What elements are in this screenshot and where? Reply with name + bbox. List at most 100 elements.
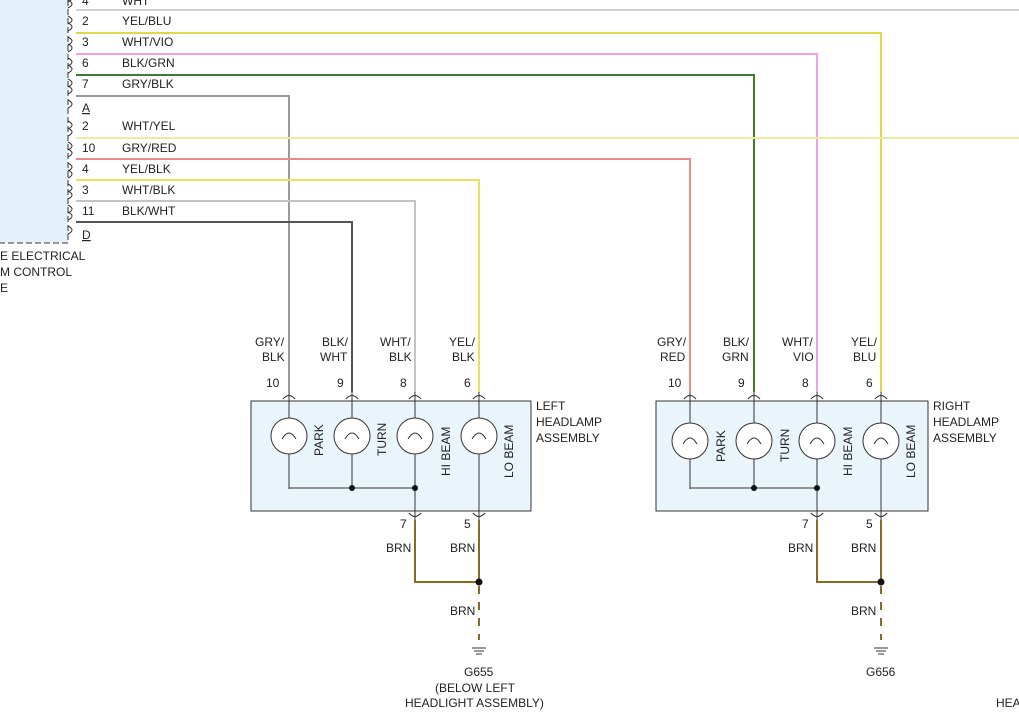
pin-number: 11 [82,204,95,218]
wire-label: BLK [389,350,412,364]
pin-row: 3 WHT/BLK [67,183,175,200]
wire-color: GRY/BLK [122,77,174,91]
bulb-label: HI BEAM [439,427,453,476]
bulb-label: LO BEAM [502,425,516,478]
park-bulb-icon [671,422,709,460]
wire-yel-blk [76,179,480,392]
wire-color: BLK/GRN [122,56,175,70]
wire-gry-red [76,158,691,392]
wire-yel-blu [76,32,882,392]
lo-beam-bulb-icon [460,417,498,455]
edge-label: HEA [996,696,1019,710]
bulb-label: HI BEAM [841,427,855,476]
wire-color: GRY/RED [122,141,177,155]
wire-label: GRN [722,350,749,364]
pin-number: 7 [802,517,809,531]
pin-number: 8 [400,376,407,390]
assembly-title: ASSEMBLY [933,431,997,445]
pin-number: 7 [400,517,407,531]
pin-number: 6 [866,376,873,390]
pin-number: 5 [866,517,873,531]
wire-label: BRN [386,541,411,555]
connector-a-label: A [82,101,90,115]
pin-row: 2 YEL/BLU [67,14,171,32]
pin-row: 10 GRY/RED [67,141,177,158]
pin-number: 5 [464,517,471,531]
module-label-3: E [0,281,8,295]
wire-label: RED [660,350,686,364]
ground-icon [472,647,486,655]
wire-label: WHT/ [380,335,411,349]
lo-beam-bulb-icon [862,422,900,460]
bulb-label: LO BEAM [904,425,918,478]
pin-number: 3 [82,35,89,49]
pin-number: 6 [464,376,471,390]
ground-note: HEADLIGHT ASSEMBLY) [405,696,544,710]
assembly-title: LEFT [536,399,566,413]
ground-id: G656 [866,665,896,679]
ground-note: (BELOW LEFT [435,681,516,695]
bulb-label: PARK [312,424,326,456]
right-headlamp-assembly: GRY/ RED BLK/ GRN WHT/ VIO YEL/ BLU 10 9… [655,335,999,679]
pin-number: 6 [82,56,89,70]
turn-bulb-icon [735,422,773,460]
pin-number: 3 [82,183,89,197]
wires [76,32,1019,392]
pin-row: 3 WHT/VIO [67,35,173,53]
wire-label: BRN [851,604,876,618]
wire-label: BLK/ [723,335,750,349]
pin-number: 2 [82,119,89,133]
ground-id: G655 [464,665,494,679]
pin-row: 2 WHT/YEL [67,119,176,137]
pin-number: 2 [82,14,89,28]
hi-beam-bulb-icon [396,417,434,455]
wire-label: BLK/ [322,335,349,349]
control-module-border [0,0,69,244]
wire-color: WHT/BLK [122,183,175,197]
pin-number: 4 [82,0,89,8]
pin-row: 4 WHT [67,0,1019,11]
wire-wht-blk [76,200,416,392]
wire-color: WHT/VIO [122,35,173,49]
pin-number: 8 [802,376,809,390]
wire-label: GRY/ [255,335,285,349]
wire-label: VIO [793,350,814,364]
wire-color: BLK/WHT [122,204,176,218]
wire-label: BRN [851,541,876,555]
assembly-title: ASSEMBLY [536,431,600,445]
wire-blk-grn [76,74,755,392]
wire-color: WHT [122,0,150,8]
pin-number: 10 [668,376,682,390]
wire-label: YEL/ [851,335,878,349]
wire-label: YEL/ [449,335,476,349]
wire-label: GRY/ [657,335,687,349]
pin-row: 11 BLK/WHT [67,204,176,221]
bulb-label: TURN [375,423,389,456]
pin-number: 10 [82,141,96,155]
pin-number: 4 [82,162,89,176]
control-module-outline [0,0,68,243]
wire-blk-wht [76,221,353,392]
wire-gry-blk [76,95,290,392]
wire-label: BRN [450,604,475,618]
wire-wht-vio [76,53,818,392]
assembly-box [250,400,532,512]
ground-icon [874,647,888,655]
turn-bulb-icon [333,417,371,455]
left-headlamp-assembly: GRY/ BLK BLK/ WHT WHT/ BLK YEL/ BLK 10 9… [250,335,602,710]
wire-label: BRN [788,541,813,555]
pin-number: 7 [82,77,89,91]
module-label-1: E ELECTRICAL [0,249,86,263]
pin-number: 9 [738,376,745,390]
pin-number: 9 [337,376,344,390]
connector-d-label: D [82,228,91,242]
wire-label: WHT [320,350,348,364]
wire-label: WHT/ [782,335,813,349]
pin-row: 6 BLK/GRN [67,56,175,74]
assembly-title: RIGHT [933,399,971,413]
wire-color: YEL/BLK [122,162,171,176]
wire-label: BRN [450,541,475,555]
wire-label: BLU [853,350,876,364]
wire-label: BLK [262,350,285,364]
